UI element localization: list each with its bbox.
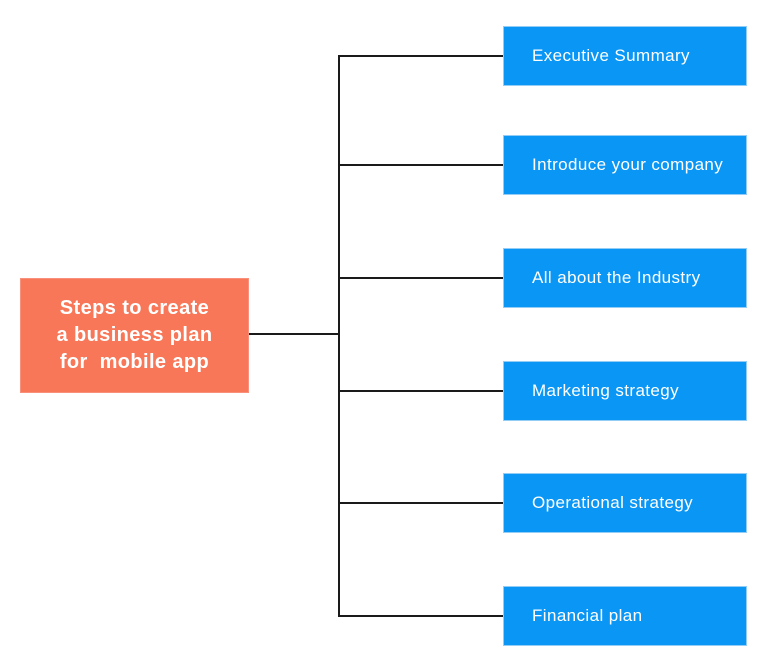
child-node-label: All about the Industry: [532, 268, 701, 287]
child-node-operational-strategy[interactable]: Operational strategy: [503, 473, 747, 533]
child-node-introduce-your-company[interactable]: Introduce your company: [503, 135, 747, 195]
child-node-executive-summary[interactable]: Executive Summary: [503, 26, 747, 86]
connector-branch-1: [338, 55, 503, 57]
child-node-marketing-strategy[interactable]: Marketing strategy: [503, 361, 747, 421]
connector-branch-6: [338, 615, 503, 617]
connector-trunk: [338, 55, 340, 617]
child-node-label: Operational strategy: [532, 493, 694, 512]
connector-branch-5: [338, 502, 503, 504]
connector-branch-2: [338, 164, 503, 166]
child-node-label: Executive Summary: [532, 46, 690, 65]
connector-branch-3: [338, 277, 503, 279]
root-node[interactable]: Steps to create a business plan for mobi…: [20, 278, 249, 393]
root-node-label: Steps to create a business plan for mobi…: [56, 297, 213, 373]
child-node-financial-plan[interactable]: Financial plan: [503, 586, 747, 646]
connector-branch-4: [338, 390, 503, 392]
child-node-all-about-the-industry[interactable]: All about the Industry: [503, 248, 747, 308]
child-node-label: Marketing strategy: [532, 381, 680, 400]
child-node-label: Introduce your company: [532, 155, 724, 174]
child-node-label: Financial plan: [532, 606, 643, 625]
connector-root: [249, 333, 340, 335]
